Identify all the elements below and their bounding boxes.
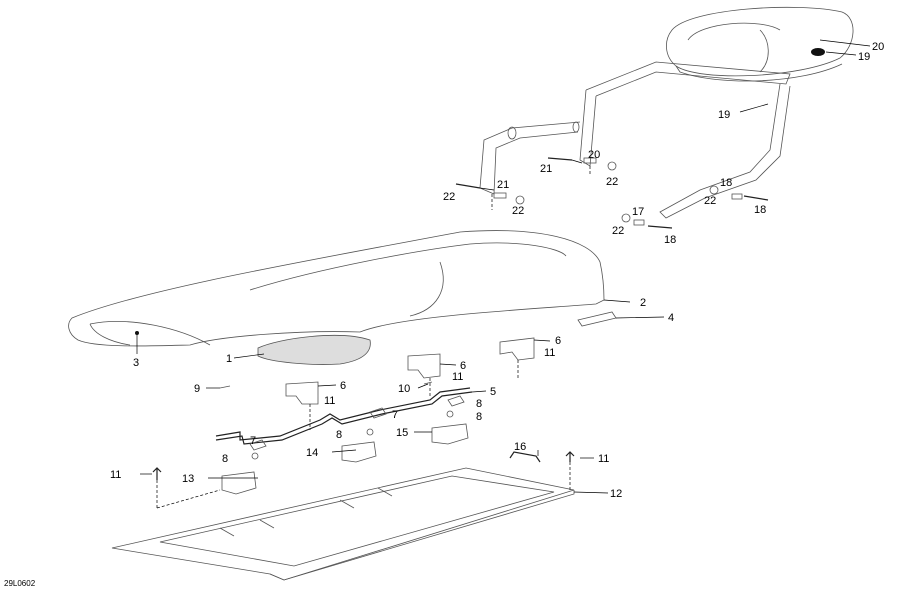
seat-foam-pad	[257, 335, 371, 365]
wire-clips	[249, 395, 465, 451]
callout-11c: 11	[544, 347, 555, 359]
callout-22a: 22	[606, 176, 618, 188]
fastener-icons	[152, 451, 575, 480]
callout-8b: 8	[336, 429, 342, 441]
callout-21a: 21	[540, 163, 552, 175]
backrest-frame	[479, 61, 791, 219]
callout-14: 16	[514, 441, 526, 453]
callout-9: 9	[194, 383, 200, 395]
callout-11e: 11	[598, 453, 609, 465]
seat-rivet	[135, 331, 139, 335]
callout-18b: 21	[497, 179, 509, 191]
callout-13b: 14	[306, 447, 318, 459]
callout-11a: 11	[324, 395, 335, 407]
callout-19b: 17	[632, 206, 644, 218]
callout-3: 3	[133, 357, 139, 369]
callout-4: 4	[668, 312, 674, 324]
drawing-code: 29L0602	[4, 579, 36, 588]
callout-6c: 6	[555, 335, 561, 347]
callout-11d: 11	[110, 469, 121, 481]
leader-lines	[136, 39, 871, 494]
callout-8c: 8	[476, 411, 482, 423]
callout-20b: 18	[664, 234, 676, 246]
dashed-assembly-lines	[156, 166, 591, 509]
seat-support-wire	[215, 387, 473, 445]
callout-10: 10	[398, 383, 410, 395]
callout-5: 5	[490, 386, 496, 398]
callout-8a: 8	[222, 453, 228, 465]
screws	[219, 381, 454, 460]
callout-11b: 11	[452, 371, 463, 383]
callout-19a: 18	[720, 177, 732, 189]
callout-18a: 20	[588, 149, 600, 161]
callout-22b: 22	[512, 205, 524, 217]
callout-6b: 6	[460, 360, 466, 372]
callout-22d: 22	[612, 225, 624, 237]
callout-20a: 18	[754, 204, 766, 216]
backrest-cushion	[666, 6, 854, 82]
callout-7a: 7	[250, 435, 256, 447]
spring-clip	[509, 451, 541, 463]
callout-labels: 20 19 19 20 21 22 21 22 22 18 22 18 17 2…	[4, 41, 884, 588]
callout-21b: 22	[443, 191, 455, 203]
callout-13a: 13	[182, 473, 194, 485]
callout-16: 19	[858, 51, 870, 63]
callout-7c: 8	[476, 398, 482, 410]
callout-1: 1	[226, 353, 232, 365]
callout-22c: 22	[704, 195, 716, 207]
support-brackets	[221, 423, 469, 495]
callout-2: 2	[640, 297, 646, 309]
backrest-plug	[811, 48, 825, 56]
seat-strap	[577, 311, 617, 327]
callout-15: 19	[718, 109, 730, 121]
frame-bolt-and-washers	[455, 157, 769, 229]
callout-12: 12	[610, 488, 622, 500]
callout-6a: 6	[340, 380, 346, 392]
seat-assembly	[68, 230, 605, 347]
callout-17: 20	[872, 41, 884, 53]
callout-7b: 7	[392, 409, 398, 421]
callout-13c: 15	[396, 427, 408, 439]
